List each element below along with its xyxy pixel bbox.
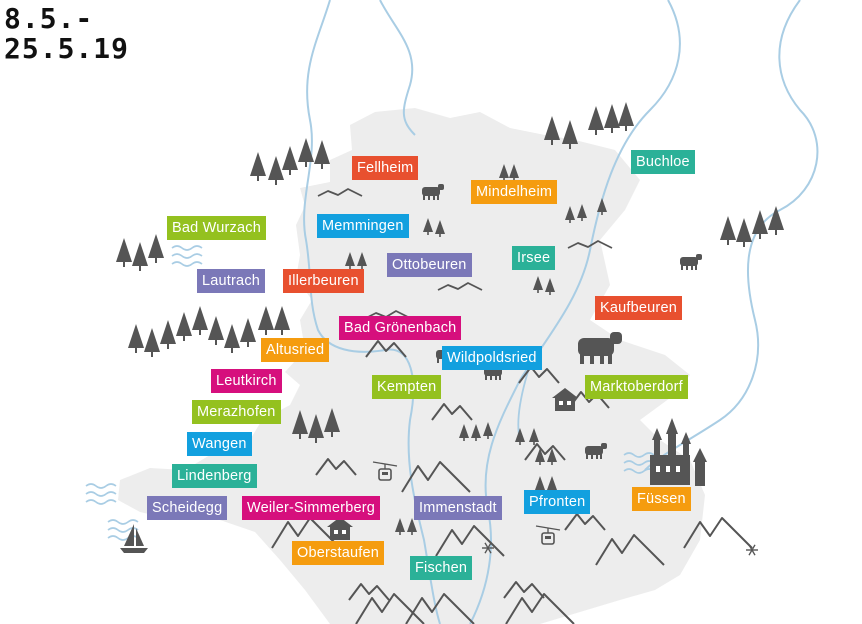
place-label[interactable]: Bad Grönenbach [339, 316, 462, 340]
place-label[interactable]: Irsee [512, 246, 556, 270]
date-range-line1: 8.5.- [4, 2, 94, 35]
river-guenz [379, 0, 416, 136]
place-label[interactable]: Fellheim [352, 156, 419, 180]
place-label[interactable]: Illerbeuren [283, 269, 364, 293]
place-label[interactable]: Immenstadt [414, 496, 502, 520]
place-label[interactable]: Leutkirch [211, 369, 282, 393]
sailboat-icon [120, 524, 148, 553]
place-label[interactable]: Merazhofen [192, 400, 281, 424]
date-range-line2: 25.5.19 [4, 32, 130, 65]
place-label[interactable]: Oberstaufen [292, 541, 384, 565]
place-label[interactable]: Ottobeuren [387, 253, 472, 277]
place-label[interactable]: Füssen [632, 487, 691, 511]
place-label[interactable]: Kaufbeuren [595, 296, 682, 320]
castle-icon [650, 418, 707, 486]
place-label[interactable]: Scheidegg [147, 496, 228, 520]
place-label[interactable]: Fischen [410, 556, 473, 580]
place-label[interactable]: Lautrach [197, 269, 266, 293]
place-label[interactable]: Buchloe [631, 150, 695, 174]
place-label[interactable]: Marktoberdorf [585, 375, 688, 399]
place-label[interactable]: Mindelheim [471, 180, 558, 204]
place-label[interactable]: Pfronten [524, 490, 591, 514]
place-label[interactable]: Wildpoldsried [442, 346, 542, 370]
place-label[interactable]: Memmingen [317, 214, 409, 238]
place-label[interactable]: Bad Wurzach [167, 216, 266, 240]
place-label[interactable]: Altusried [261, 338, 330, 362]
place-label[interactable]: Weiler-Simmerberg [242, 496, 381, 520]
place-label[interactable]: Kempten [372, 375, 442, 399]
snowflake-icon [745, 544, 759, 556]
place-label[interactable]: Lindenberg [172, 464, 257, 488]
river-iller [303, 0, 441, 624]
river-lech [644, 0, 819, 471]
place-label[interactable]: Wangen [187, 432, 252, 456]
